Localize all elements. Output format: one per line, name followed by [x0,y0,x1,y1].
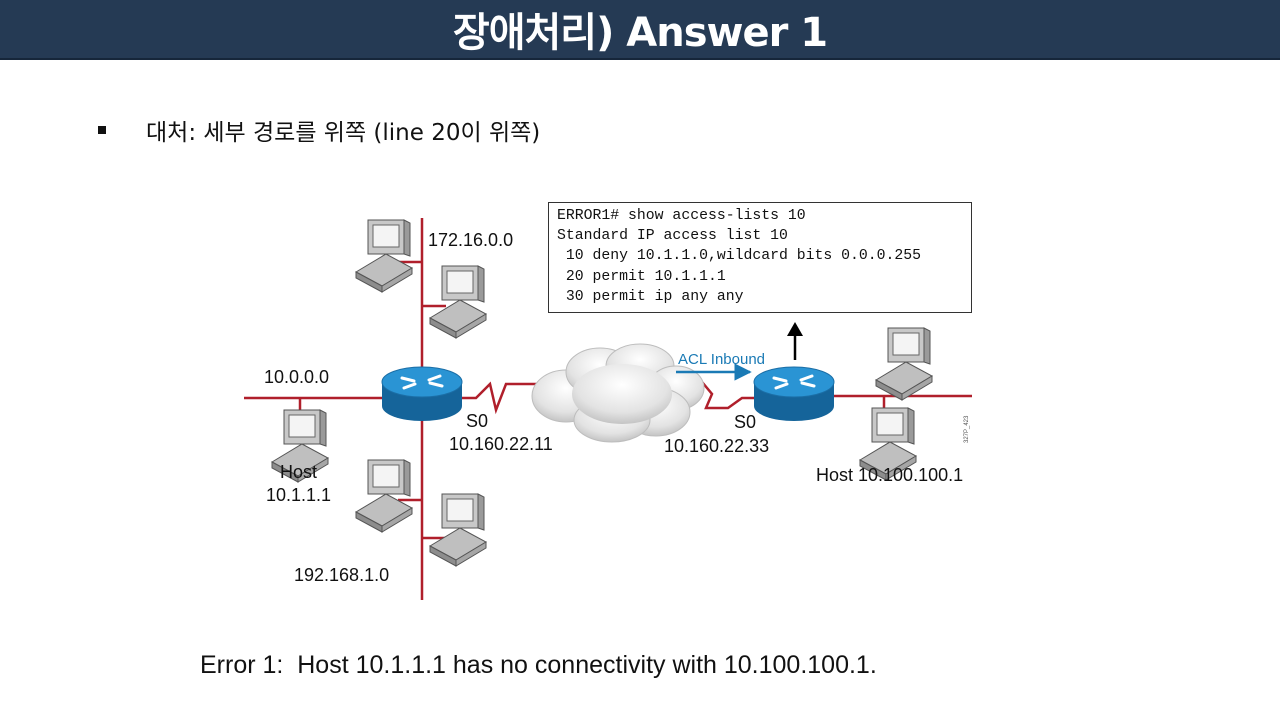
right-router-interface: S0 [734,412,756,432]
pc-icon [429,493,487,567]
acl-inbound-label: ACL Inbound [678,351,765,368]
pc-icon [429,265,487,339]
cli-line: ERROR1# show access-lists 10 [557,208,806,224]
cli-output-box: ERROR1# show access-lists 10 Standard IP… [548,202,972,313]
serial-link-left [460,381,540,415]
cli-line: 20 permit 10.1.1.1 [557,268,726,285]
network-label-left: 10.0.0.0 [264,367,329,387]
network-label-top: 172.16.0.0 [428,230,513,250]
slide-title: 장애처리) Answer 1 [452,10,828,56]
bullet-item: 대처: 세부 경로를 위쪽 (line 20이 위쪽) [98,114,540,146]
network-label-bottom: 192.168.1.0 [294,565,389,585]
cli-line: Standard IP access list 10 [557,228,788,245]
right-router-icon [753,366,835,421]
bullet-text: 대처: 세부 경로를 위쪽 (line 20이 위쪽) [146,120,541,146]
wan-cloud [531,343,705,443]
cli-line: 30 permit ip any any [557,288,744,305]
right-router-ip: 10.160.22.33 [664,436,769,456]
left-router-ip: 10.160.22.11 [449,434,553,454]
pc-icon [355,219,413,293]
pc-icon [355,459,413,533]
cli-line: 10 deny 10.1.1.0,wildcard bits 0.0.0.255 [557,248,922,265]
left-router-icon [381,366,463,421]
square-bullet-icon [98,126,106,134]
host-left-name: Host [280,462,317,482]
cli-pointer-arrow [787,322,803,360]
host-right-label: Host 10.100.100.1 [816,465,963,485]
title-bar: 장애처리) Answer 1 [0,0,1280,60]
figure-code: 327P_423 [964,415,970,443]
left-router-interface: S0 [466,411,488,431]
pc-icon [875,327,933,401]
error-caption: Error 1: Host 10.1.1.1 has no connectivi… [200,651,877,679]
host-left-ip: 10.1.1.1 [266,485,331,505]
